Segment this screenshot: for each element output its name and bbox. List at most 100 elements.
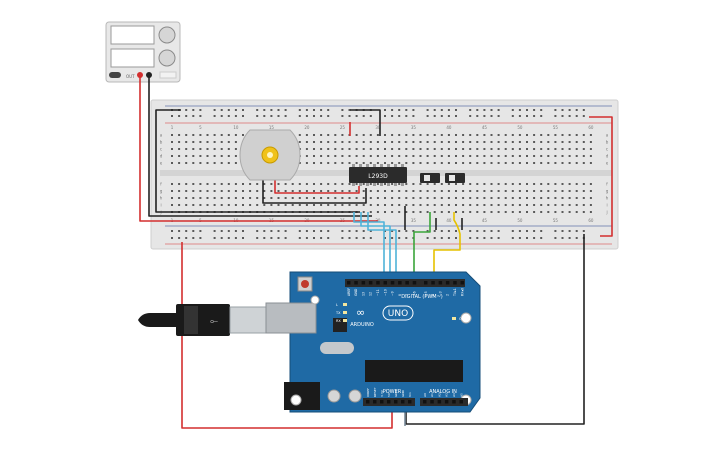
breadboard-hole[interactable] [284,204,287,206]
breadboard-hole[interactable] [277,183,280,185]
breadboard-hole[interactable] [497,230,500,232]
breadboard-hole[interactable] [547,141,550,143]
breadboard-hole[interactable] [504,204,507,206]
breadboard-hole[interactable] [490,134,493,136]
breadboard-hole[interactable] [419,190,422,192]
breadboard-hole[interactable] [341,141,344,143]
breadboard-hole[interactable] [313,155,315,157]
breadboard-hole[interactable] [185,230,188,232]
breadboard-hole[interactable] [419,162,422,164]
breadboard-hole[interactable] [220,148,223,150]
breadboard-hole[interactable] [540,148,543,150]
breadboard-hole[interactable] [476,155,479,157]
usb-cable[interactable]: ⟜ [138,304,267,336]
breadboard-hole[interactable] [511,148,514,150]
breadboard-hole[interactable] [561,115,564,117]
breadboard-hole[interactable] [405,162,408,164]
breadboard-hole[interactable] [490,148,493,150]
breadboard-hole[interactable] [497,204,500,206]
slide-switch-1[interactable] [420,173,440,183]
breadboard-hole[interactable] [533,230,536,232]
breadboard-hole[interactable] [298,115,301,117]
breadboard-hole[interactable] [511,115,514,117]
breadboard-hole[interactable] [540,134,543,136]
breadboard-hole[interactable] [277,109,280,111]
breadboard-hole[interactable] [518,190,521,192]
breadboard-hole[interactable] [341,134,344,136]
breadboard-hole[interactable] [511,183,514,185]
power-pin-socket[interactable] [387,400,391,404]
breadboard-hole[interactable] [234,141,237,143]
breadboard-hole[interactable] [199,115,202,117]
breadboard-hole[interactable] [391,162,394,164]
breadboard-hole[interactable] [284,190,287,192]
breadboard-hole[interactable] [589,190,592,192]
breadboard-hole[interactable] [263,115,266,117]
digital-pin-socket[interactable] [412,281,417,285]
breadboard-hole[interactable] [376,190,379,192]
breadboard-hole[interactable] [305,115,308,117]
breadboard-hole[interactable] [582,155,585,157]
breadboard-hole[interactable] [575,204,578,206]
breadboard-hole[interactable] [469,155,472,157]
breadboard-hole[interactable] [171,197,173,199]
breadboard-hole[interactable] [405,211,408,213]
breadboard-hole[interactable] [391,204,394,206]
breadboard-hole[interactable] [412,230,415,232]
breadboard-hole[interactable] [518,162,521,164]
breadboard-hole[interactable] [178,190,181,192]
breadboard-hole[interactable] [455,134,457,136]
breadboard-hole[interactable] [398,190,401,192]
breadboard-hole[interactable] [384,141,386,143]
breadboard-hole[interactable] [526,141,528,143]
breadboard-hole[interactable] [227,134,230,136]
breadboard-hole[interactable] [426,190,429,192]
breadboard-hole[interactable] [206,190,209,192]
breadboard-hole[interactable] [313,197,315,199]
breadboard-hole[interactable] [277,204,280,206]
breadboard-hole[interactable] [320,109,323,111]
breadboard-hole[interactable] [220,237,223,239]
breadboard-hole[interactable] [327,162,330,164]
wire-signal-cyan-2[interactable] [360,212,391,283]
breadboard-hole[interactable] [483,134,486,136]
breadboard-hole[interactable] [554,183,557,185]
breadboard-hole[interactable] [355,141,358,143]
breadboard-hole[interactable] [362,115,365,117]
breadboard-hole[interactable] [284,115,287,117]
breadboard-hole[interactable] [455,211,457,213]
breadboard-hole[interactable] [327,197,330,199]
breadboard-hole[interactable] [433,109,436,111]
breadboard-hole[interactable] [440,115,443,117]
breadboard-hole[interactable] [575,197,578,199]
breadboard-hole[interactable] [526,190,528,192]
breadboard-hole[interactable] [518,115,521,117]
breadboard-hole[interactable] [199,183,202,185]
breadboard-hole[interactable] [533,183,536,185]
breadboard-hole[interactable] [518,183,521,185]
digital-pin-sockets[interactable] [347,281,464,285]
breadboard-hole[interactable] [192,162,195,164]
breadboard-hole[interactable] [320,141,323,143]
digital-pin-socket[interactable] [361,281,366,285]
breadboard-hole[interactable] [270,230,273,232]
breadboard-hole[interactable] [533,134,536,136]
breadboard-hole[interactable] [462,141,465,143]
breadboard-hole[interactable] [504,155,507,157]
breadboard-hole[interactable] [178,162,181,164]
breadboard-hole[interactable] [419,204,422,206]
breadboard-hole[interactable] [561,141,564,143]
breadboard-hole[interactable] [376,162,379,164]
breadboard-hole[interactable] [270,109,273,111]
digital-pin-socket[interactable] [368,281,373,285]
breadboard-hole[interactable] [483,211,486,213]
breadboard-hole[interactable] [213,148,216,150]
breadboard-hole[interactable] [327,155,330,157]
breadboard-hole[interactable] [206,197,209,199]
breadboard-hole[interactable] [490,230,493,232]
breadboard-hole[interactable] [554,190,557,192]
breadboard-hole[interactable] [313,115,315,117]
breadboard-hole[interactable] [518,230,521,232]
breadboard-hole[interactable] [171,148,173,150]
breadboard-hole[interactable] [178,183,181,185]
